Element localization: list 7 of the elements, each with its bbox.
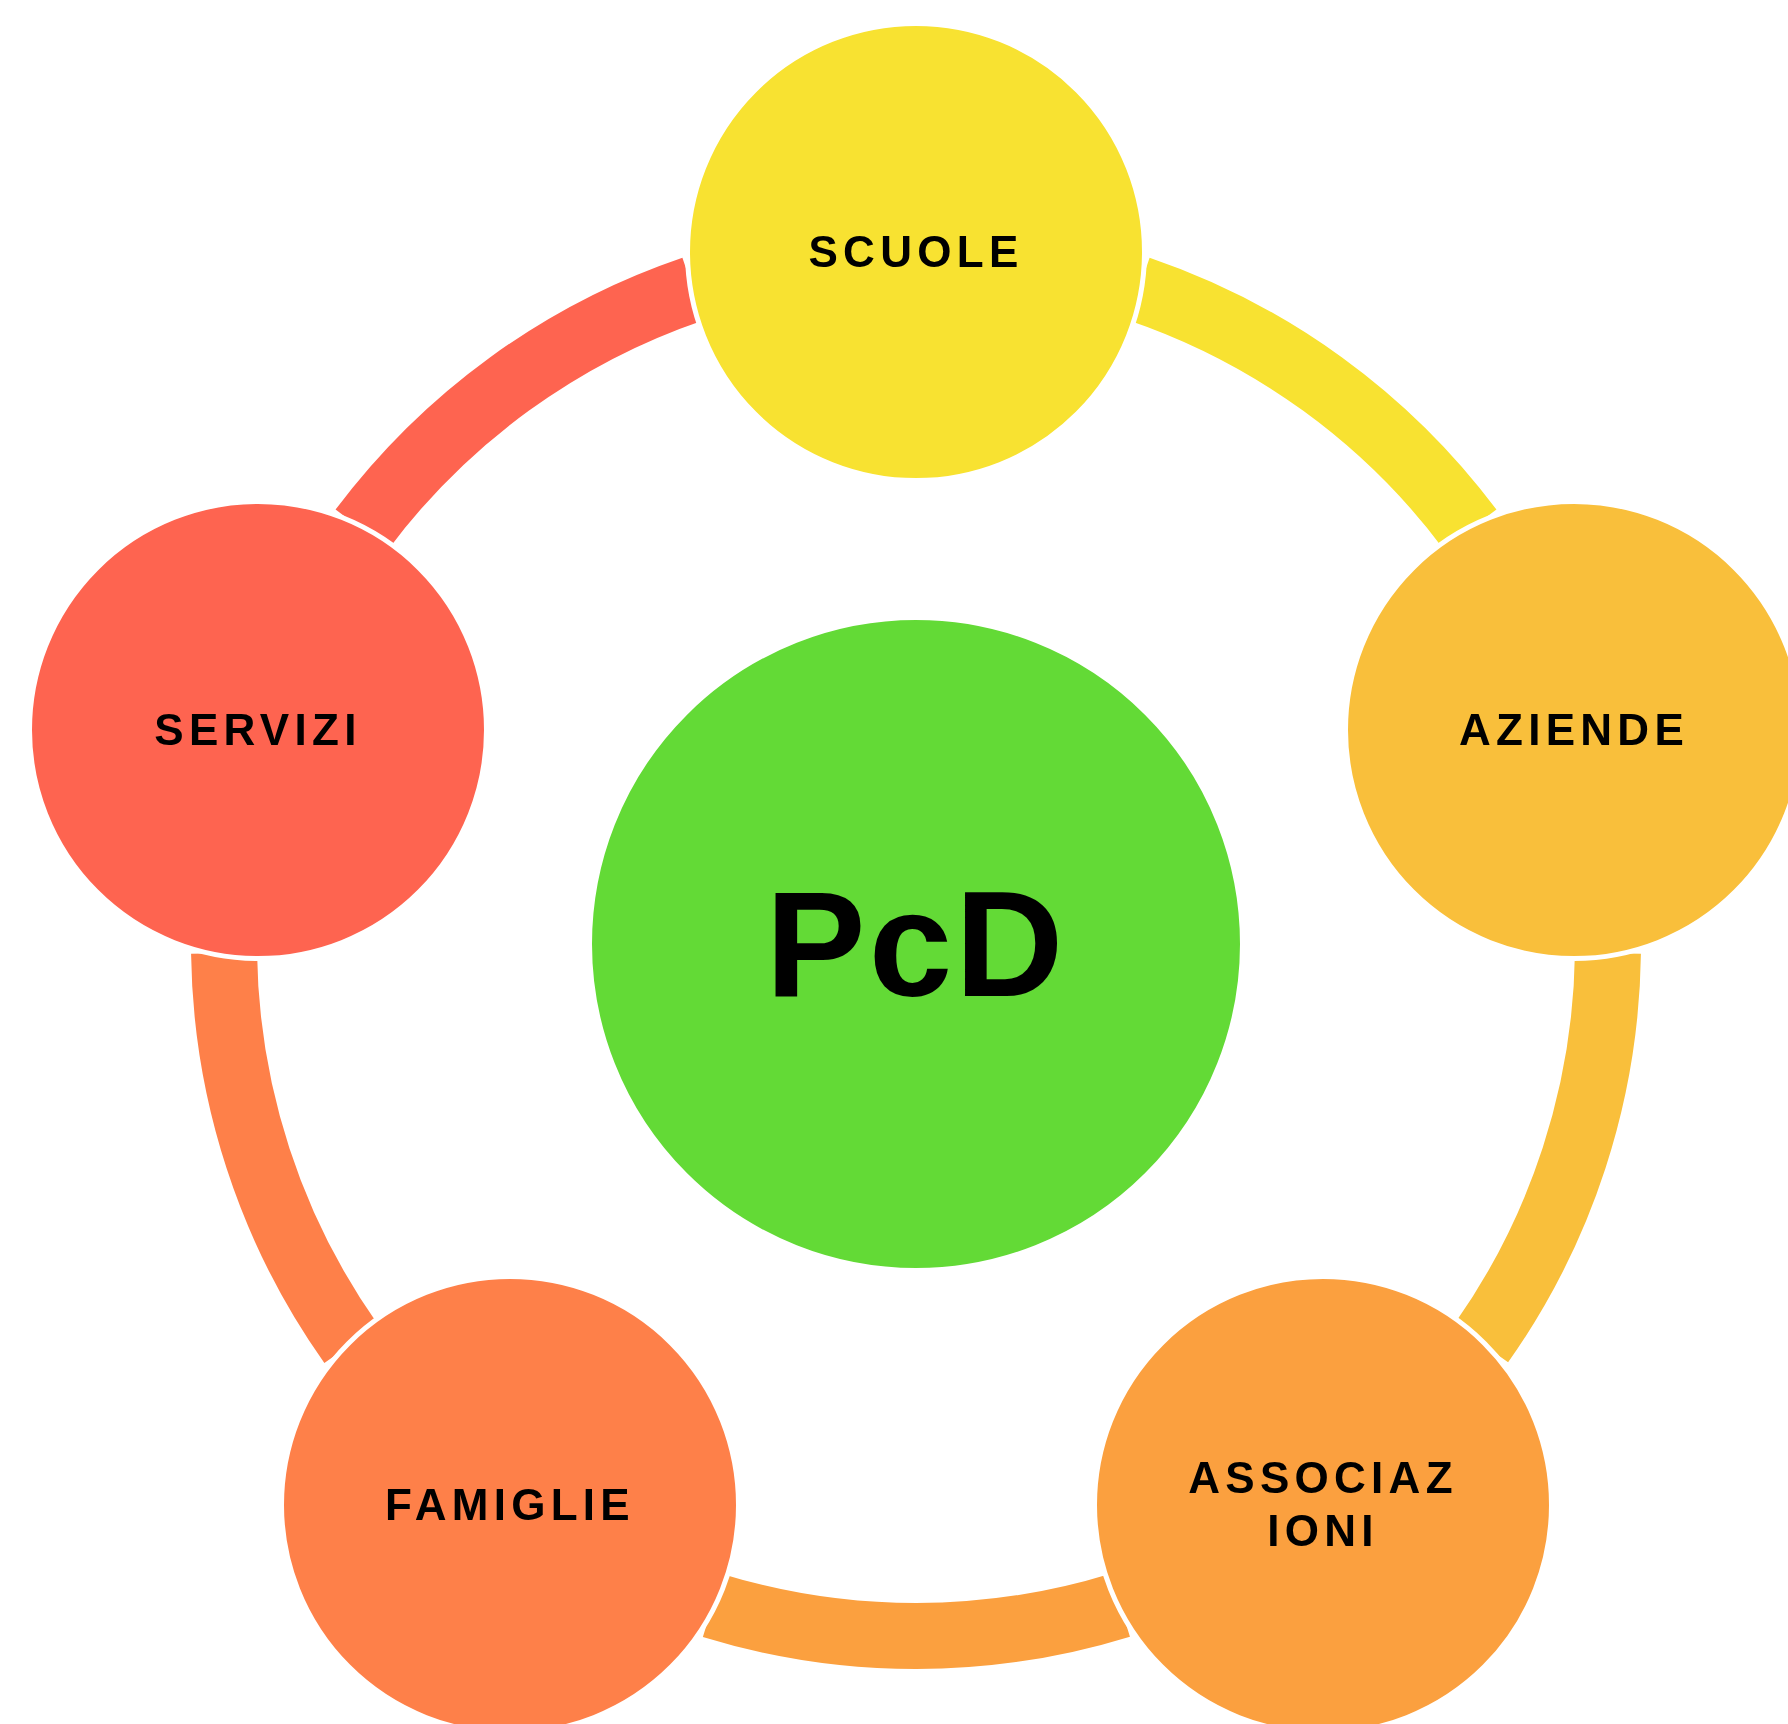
connector-arc [704,1573,1129,1668]
node-label: FAMIGLIE [385,1483,635,1527]
node-label: AZIENDE [1458,708,1690,752]
node-label: SCUOLE [808,230,1024,274]
node-label: ASSOCIAZIONI [1187,1452,1459,1557]
node-label: SERVIZI [154,708,362,752]
node-label: PcD [765,869,1067,1019]
